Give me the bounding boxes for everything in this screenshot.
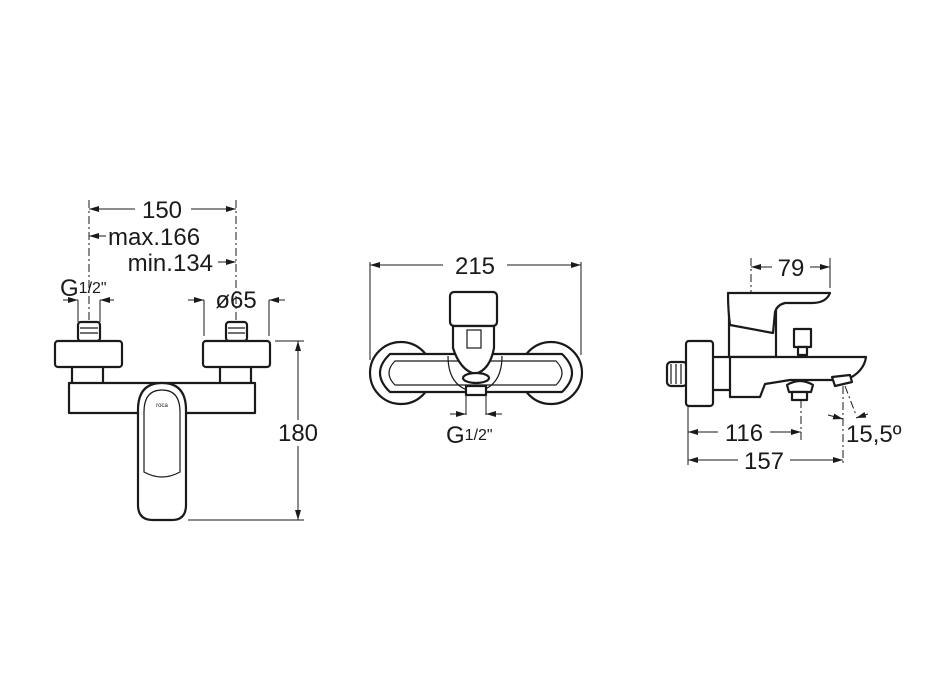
flange-diameter-label: ø65	[215, 287, 256, 314]
dim-angle-label: 15,5º	[846, 421, 902, 448]
brand-logo: roca	[156, 403, 168, 409]
lever-handle	[448, 290, 499, 328]
outlet	[461, 371, 491, 385]
dim-height-label: 180	[278, 420, 318, 447]
dim-depth-label: 157	[744, 448, 784, 475]
outlet-thread	[464, 384, 488, 397]
flange-left	[53, 339, 124, 369]
spout	[728, 355, 868, 399]
dim-width-label: 150	[142, 197, 182, 224]
lever-handle	[136, 381, 188, 522]
stem-left	[70, 364, 105, 386]
flange	[684, 339, 715, 408]
dim-width-label: 215	[455, 253, 495, 280]
dim-outlet-label: 116	[725, 420, 763, 447]
front-view: 150 max.166 min.134 G1/2" ø65 roca	[53, 196, 322, 522]
lever	[726, 291, 832, 335]
diverter-button	[792, 327, 813, 349]
thread-label: G1/2"	[446, 422, 493, 449]
flange-right	[201, 339, 272, 369]
threaded-nut	[665, 360, 689, 388]
outlet-connector	[785, 379, 815, 394]
side-view: 79 116 157 15,5º	[665, 254, 902, 475]
top-view: 215 G1/2"	[368, 252, 584, 449]
dim-max-label: max.166	[108, 224, 200, 251]
threaded-nut-left	[76, 320, 102, 343]
thread-label: G1/2"	[60, 275, 107, 302]
dim-min-label: min.134	[128, 250, 213, 277]
threaded-nut-right	[224, 320, 249, 343]
aerator	[830, 373, 854, 388]
dim-lever-label: 79	[778, 255, 805, 282]
stem-right	[218, 364, 253, 386]
